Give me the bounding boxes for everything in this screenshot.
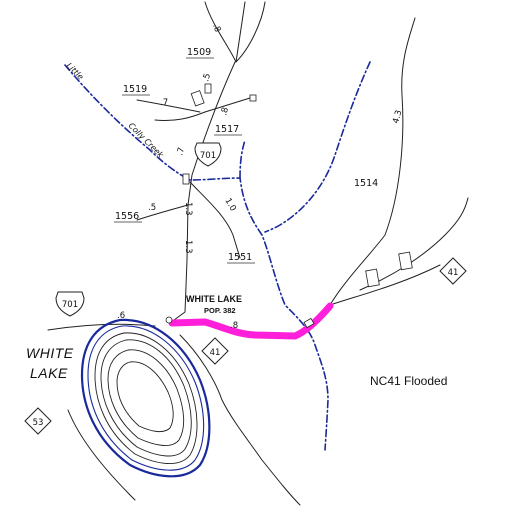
route-shield-nc41-east: 41	[439, 257, 467, 285]
nc-route-shield-icon	[24, 407, 52, 435]
route-shield-us701-west: 701	[55, 291, 85, 317]
road-west	[47, 323, 156, 331]
road-1519	[136, 99, 201, 113]
road-east-branch	[359, 197, 469, 291]
white-lake	[80, 318, 211, 478]
building-icon	[204, 83, 212, 94]
town-population: POP. 382	[204, 306, 236, 315]
bridge-markers	[165, 173, 315, 329]
lake-contour-5	[116, 361, 174, 433]
mileage-label: 1.3	[183, 240, 193, 254]
mileage-label: .6	[117, 311, 125, 321]
road-1517-west	[154, 111, 206, 121]
creek-label: Little Colly Creek	[65, 61, 166, 160]
secondary-road-labels: 1509 1519 1517 1514 1556 1551	[114, 47, 378, 264]
nc-route-shield-icon	[439, 257, 467, 285]
mileage-label: .7	[160, 98, 168, 108]
road-1556	[136, 204, 189, 221]
shield-label: 53	[33, 418, 44, 428]
road-number-1514: 1514	[354, 178, 378, 189]
town-label: WHITE LAKE POP. 382	[186, 294, 242, 315]
road-1514	[329, 17, 416, 306]
little-colly-creek	[64, 64, 329, 451]
mileage-label: .5	[148, 203, 156, 213]
intersection-marker	[165, 316, 173, 324]
creek-branch-north	[239, 139, 246, 179]
road-number-1556: 1556	[115, 211, 139, 222]
lake-contour-1	[87, 325, 205, 471]
lake-shore	[80, 318, 211, 478]
building-icon	[365, 268, 380, 288]
route-shield-us701-north: 701	[194, 142, 222, 167]
road-northwest	[235, 1, 246, 63]
mileage-label: 1.0	[222, 197, 237, 214]
creek-name-part1: Little	[65, 61, 86, 82]
lake-contour-4	[107, 349, 185, 446]
route-shield-nc41-center: 41	[201, 337, 229, 365]
route-shield-nc53: 53	[24, 407, 52, 435]
mileage-label: 1.3	[183, 202, 193, 216]
nc-route-shield-icon	[201, 337, 229, 365]
mileage-label: .8	[219, 106, 231, 116]
mileage-label: .8	[210, 23, 222, 34]
road-number-1509: 1509	[187, 47, 211, 58]
us-route-shield-icon	[55, 291, 85, 317]
shield-label: 701	[62, 300, 78, 310]
lake-name-line2: LAKE	[30, 365, 68, 381]
bridge-marker	[303, 317, 315, 329]
road-1551	[189, 181, 241, 259]
shield-label: 41	[448, 268, 459, 278]
flooded-road-nc41	[168, 302, 334, 340]
shield-label: 701	[200, 151, 216, 161]
town-name: WHITE LAKE	[186, 294, 242, 304]
bridge-marker	[182, 173, 190, 185]
creek-name-part2: Colly Creek	[127, 121, 166, 160]
buildings	[190, 83, 413, 288]
shield-label: 41	[210, 348, 221, 358]
road-lake-southeast	[179, 334, 301, 506]
lake-contour-3	[100, 339, 192, 457]
road-number-1517: 1517	[215, 124, 239, 135]
flood-note: NC41 Flooded	[370, 374, 447, 388]
creek-branch-northeast	[264, 61, 371, 233]
lake-label: WHITE LAKE	[26, 345, 74, 381]
us-route-shield-icon	[194, 142, 222, 167]
mileage-label: .5	[201, 72, 213, 82]
road-number-1519: 1519	[123, 84, 147, 95]
mileage-labels: .8 .5 .7 .8 .7 1.3 1.0 .5 1.3 .6 .8 4.3	[117, 23, 404, 331]
road-number-1551: 1551	[228, 252, 252, 263]
road-1517	[204, 97, 251, 113]
road-network	[47, 1, 469, 506]
creek-network	[64, 61, 371, 451]
lake-name-line1: WHITE	[26, 345, 74, 361]
lake-contour-2	[94, 332, 198, 465]
mileage-label: 4.3	[391, 109, 404, 125]
building-icon	[190, 90, 205, 107]
building-icon	[249, 94, 257, 102]
mileage-label: .7	[175, 146, 187, 156]
road-nc41-east	[329, 264, 441, 306]
mileage-label: .8	[230, 321, 238, 331]
building-icon	[398, 251, 413, 271]
road-nc53	[67, 409, 136, 501]
